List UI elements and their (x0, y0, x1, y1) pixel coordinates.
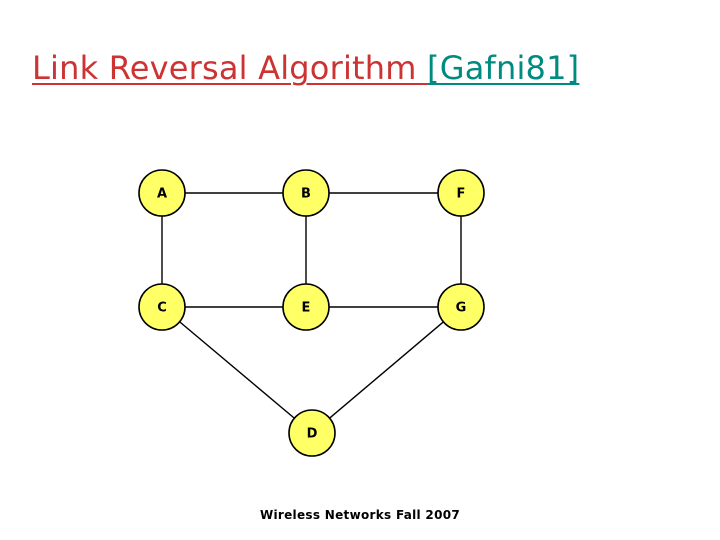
graph-edge-c-d (178, 320, 296, 420)
graph-node-g[interactable]: G (437, 283, 485, 331)
graph-node-circle-e[interactable] (282, 283, 330, 331)
graph-node-circle-b[interactable] (282, 169, 330, 217)
graph-node-circle-g[interactable] (437, 283, 485, 331)
page-title: Link Reversal Algorithm [Gafni81] (32, 48, 688, 92)
graph-node-circle-f[interactable] (437, 169, 485, 217)
graph-node-a[interactable]: A (138, 169, 186, 217)
graph-node-label-b: B (301, 187, 311, 202)
graph-node-b[interactable]: B (282, 169, 330, 217)
graph-node-d[interactable]: D (288, 409, 336, 457)
graph-node-label-e: E (302, 301, 311, 316)
network-graph-canvas: A B F C E G D (138, 169, 485, 457)
graph-node-circle-a[interactable] (138, 169, 186, 217)
graph-node-e[interactable]: E (282, 283, 330, 331)
graph-node-circle-c[interactable] (138, 283, 186, 331)
graph-node-circle-d[interactable] (288, 409, 336, 457)
page-title-main: Link Reversal Algorithm (32, 49, 428, 87)
graph-node-group: A B F C E G D (138, 169, 485, 457)
graph-node-label-g: G (456, 301, 467, 316)
graph-node-label-a: A (157, 187, 167, 202)
graph-edge-g-d (328, 320, 445, 420)
network-graph-diagram: A B F C E G D (138, 169, 485, 457)
page-title-citation: [Gafni81] (427, 49, 580, 87)
graph-node-label-d: D (307, 427, 318, 442)
graph-node-f[interactable]: F (437, 169, 485, 217)
graph-node-label-f: F (457, 187, 466, 202)
graph-edge-group (161, 192, 462, 420)
graph-node-c[interactable]: C (138, 283, 186, 331)
slide-footer: Wireless Networks Fall 2007 (259, 508, 461, 522)
graph-node-label-c: C (157, 301, 167, 316)
